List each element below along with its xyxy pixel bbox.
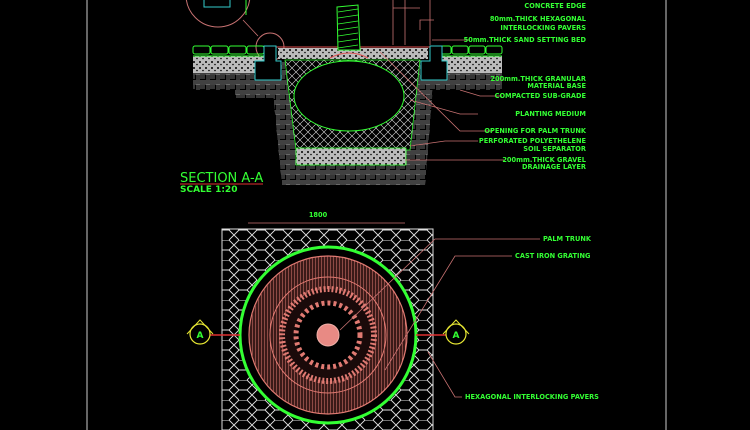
detail-callout-edge (203, 0, 231, 8)
section-marker-left: A (186, 319, 214, 345)
leader-palm-trunk (339, 238, 540, 331)
label-gravel-1: 200mm.THICK GRAVEL (502, 156, 586, 164)
label-palm-trunk: PALM TRUNK (543, 235, 592, 243)
label-gravel-2: DRAINAGE LAYER (522, 163, 586, 171)
section-title: SECTION A-A (180, 171, 263, 186)
label-sub-grade: COMPACTED SUB-GRADE (495, 92, 587, 100)
leader-pavers (427, 351, 462, 398)
plan-view: 1800 (210, 211, 446, 430)
dimension-text: 1800 (309, 211, 328, 219)
section-scale: SCALE 1:20 (180, 185, 237, 195)
label-concrete-edge: CONCRETE EDGE (524, 2, 586, 10)
label-planting-medium: PLANTING MEDIUM (515, 110, 586, 118)
leader-grating (384, 255, 512, 371)
section-a-a-drawing (192, 4, 503, 185)
detail-callout-circle (185, 0, 251, 28)
label-hex-pavers-plan: HEXAGONAL INTERLOCKING PAVERS (465, 393, 599, 401)
label-sand-bed: 50mm.THICK SAND SETTING BED (464, 36, 587, 44)
section-marker-right: A (442, 319, 470, 345)
section-leaders (379, 0, 505, 161)
svg-text:A: A (453, 331, 460, 341)
label-cast-iron-grating: CAST IRON GRATING (515, 252, 590, 260)
label-hex-pavers-2: INTERLOCKING PAVERS (500, 24, 586, 32)
label-granular-base-2: MATERIAL BASE (527, 82, 586, 90)
svg-text:A: A (197, 331, 204, 341)
palm-trunk (316, 323, 340, 347)
label-trunk-opening: OPENING FOR PALM TRUNK (484, 127, 586, 135)
label-granular-base-1: 200mm.THICK GRANULAR (490, 75, 586, 83)
label-soil-separator-2: SOIL SEPARATOR (523, 145, 586, 153)
label-soil-separator-1: PERFORATED POLYETHELENE (479, 137, 587, 145)
label-hex-pavers-1: 80mm.THICK HEXAGONAL (490, 15, 587, 23)
